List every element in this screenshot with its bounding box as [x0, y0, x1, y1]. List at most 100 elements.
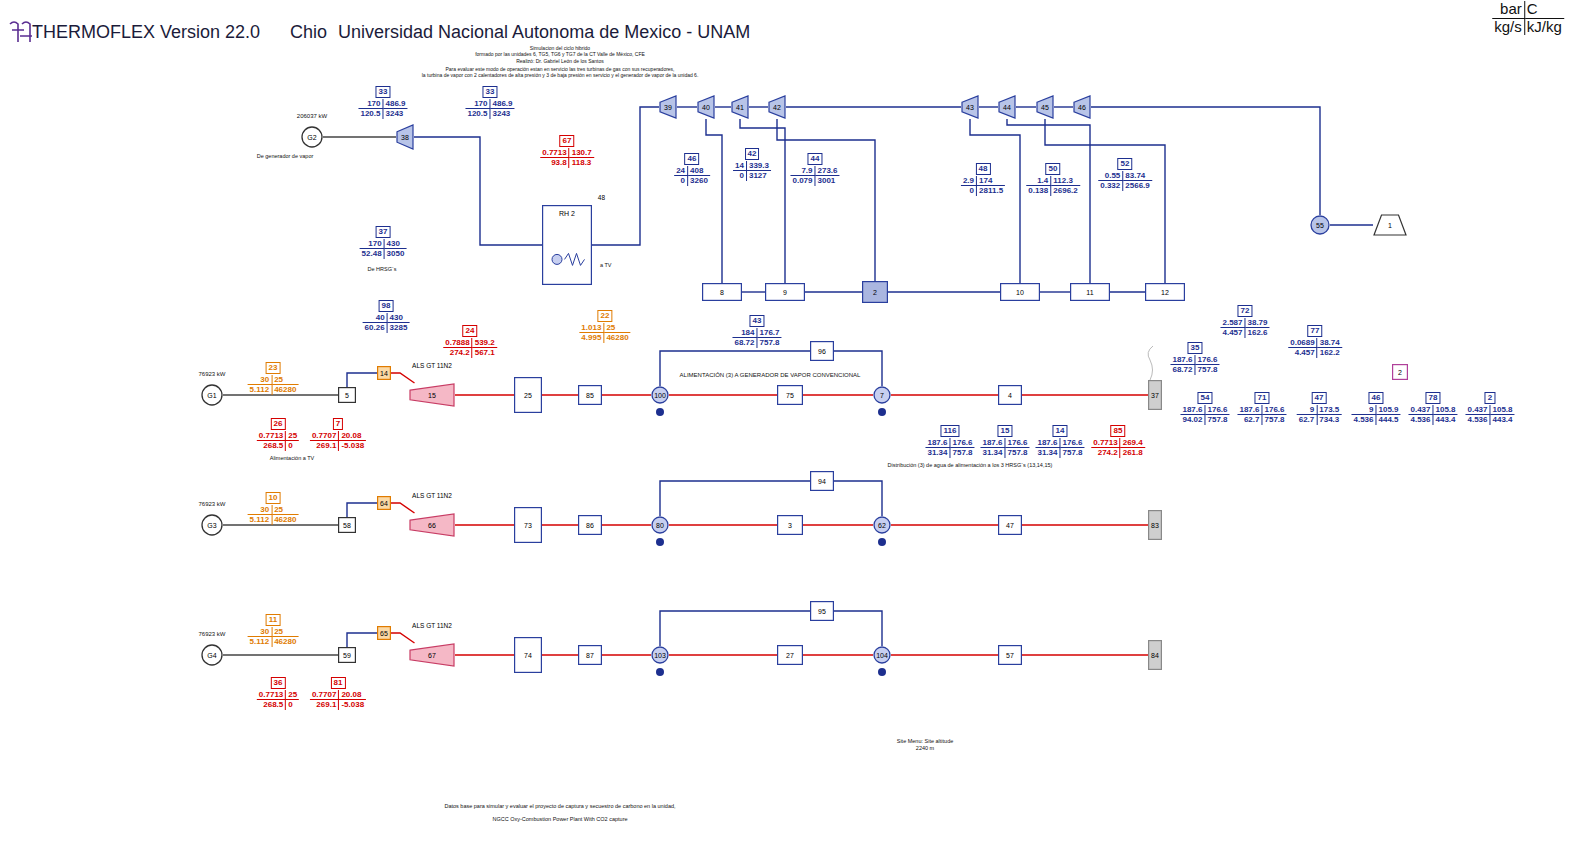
stream-number-box: 116 [941, 425, 960, 437]
stream-data: 43184176.768.72757.8 [732, 315, 781, 348]
heat-exchanger-outline [1071, 284, 1110, 301]
heat-exchanger-outline [579, 386, 602, 405]
enthalpy-value: 118.3 [570, 158, 594, 168]
hrsg-exchanger-outline [515, 508, 542, 543]
stream-number: 54 [1201, 393, 1210, 402]
flow-connector [970, 119, 1020, 283]
hrsg-exchanger: 73 [514, 507, 542, 543]
flow-connector [542, 394, 578, 395]
stream-values: 187.6176.631.34757.8 [925, 438, 974, 458]
pressure-value: 30 [248, 627, 273, 638]
stream-number-box: 14 [1053, 425, 1068, 437]
hrsg-exchanger-outline [515, 638, 542, 673]
temperature-value: 273.6 [816, 166, 840, 177]
compressor-box: 58 [338, 517, 356, 533]
stream-number: 47 [1315, 393, 1324, 402]
pressure-value: 0.7713 [257, 690, 286, 701]
temperature-value: 430 [385, 239, 407, 250]
flow-connector [602, 654, 651, 655]
node-heading: ALS GT 11N2 [412, 623, 452, 630]
flow-connector [455, 524, 514, 525]
node-label: 57 [1006, 652, 1014, 659]
pressure-value: 1.4 [1026, 176, 1051, 187]
pump-symbol [656, 408, 664, 416]
flow-value: 31.34 [1035, 448, 1060, 458]
stream-values: 2.58738.794.457162.6 [1220, 318, 1269, 338]
stream-number-box: 37 [376, 226, 391, 238]
stream-number: 33 [486, 87, 495, 96]
stream-data: 54187.6176.694.02757.8 [1180, 392, 1229, 425]
exhaust-stack-outline [1149, 641, 1162, 670]
node-label: 43 [966, 104, 974, 111]
stream-number-box: 43 [750, 315, 765, 327]
pressure-value: 0.7707 [310, 431, 339, 442]
pump-symbol [878, 668, 886, 676]
stream-number: 23 [269, 363, 278, 372]
node-label: 80 [656, 522, 664, 529]
node-label: 75 [786, 392, 794, 399]
stream-data: 780.437105.84.536443.4 [1408, 392, 1457, 425]
diagram-title: Simulacion del ciclo hibrido [530, 46, 590, 52]
note-text: Para evaluar este modo de operación esta… [445, 67, 674, 73]
steam-generator: 48RH 2 [542, 205, 592, 285]
flow-value: 4.995 [579, 333, 604, 343]
stream-data: 810.770720.08269.1-5.038 [310, 677, 366, 710]
node-label: 104 [876, 652, 888, 659]
condenser-circle-outline [1311, 216, 1329, 234]
stream-values: 0.068938.744.457162.2 [1288, 338, 1342, 358]
pump-symbol [656, 538, 664, 546]
pressure-value: 0.7707 [310, 690, 339, 701]
stream-data: 33170486.9120.53243 [358, 86, 407, 119]
stream-number: 33 [379, 87, 388, 96]
pressure-value: 187.6 [1035, 438, 1060, 449]
steam-drum: 62 [873, 516, 891, 534]
temperature-value: 20.08 [339, 690, 366, 701]
temperature-value: 430 [388, 313, 410, 324]
flow-value: 0.079 [790, 176, 815, 186]
stream-number-box: 22 [598, 310, 613, 322]
node-label: 38 [401, 134, 409, 141]
flow-connector [542, 654, 578, 655]
stream-number-box: 81 [331, 677, 346, 689]
stream-data: 35187.6176.668.72757.8 [1170, 342, 1219, 375]
steam-drum: 80 [651, 516, 669, 534]
temperature-value: 339.3 [747, 161, 771, 172]
flow-connector [888, 291, 1000, 292]
note-text: 2240 m [916, 745, 934, 751]
stream-number: 7 [336, 419, 340, 428]
flow-value: 274.2 [443, 348, 472, 358]
flow-connector [979, 106, 998, 107]
pressure-value: 14 [733, 161, 747, 172]
temperature-value: 130.7 [570, 148, 594, 159]
enthalpy-value: 162.2 [1318, 348, 1342, 358]
power-label: 76923 kW [198, 631, 225, 638]
stream-values: 17043052.483050 [360, 239, 407, 259]
generator-circle: G1 [201, 384, 223, 406]
stream-number: 46 [1372, 393, 1381, 402]
turbine-stage-outline [397, 125, 413, 149]
stream-data: 722.58738.794.457162.6 [1220, 305, 1269, 338]
flow-connector [1040, 291, 1070, 292]
temperature-value: 83.74 [1123, 171, 1151, 182]
stream-data: 479173.562.7734.3 [1297, 392, 1342, 425]
heat-exchanger: 47 [998, 515, 1022, 535]
stream-number: 50 [1049, 164, 1058, 173]
node-label: 73 [524, 522, 532, 529]
enthalpy-value: 0 [286, 441, 299, 451]
heat-exchanger: 95 [810, 601, 834, 621]
turbine-stage: 41 [731, 95, 749, 119]
flow-connector [805, 291, 862, 292]
flow-value: 68.72 [1170, 365, 1195, 375]
stream-number-box: 42 [745, 148, 760, 160]
node-label: 40 [702, 104, 710, 111]
enthalpy-value: 757.8 [1196, 365, 1220, 375]
stream-data: 850.7713269.4274.2261.8 [1091, 425, 1145, 458]
flow-connector [740, 119, 785, 283]
turbine-stage: 39 [659, 95, 677, 119]
pressure-value: 170 [360, 239, 385, 250]
node-label: 27 [786, 652, 794, 659]
enthalpy-value: 3260 [688, 176, 710, 186]
enthalpy-value: 2811.5 [977, 186, 1005, 196]
flow-value: 5.112 [248, 637, 273, 647]
stream-number: 15 [1001, 426, 1010, 435]
